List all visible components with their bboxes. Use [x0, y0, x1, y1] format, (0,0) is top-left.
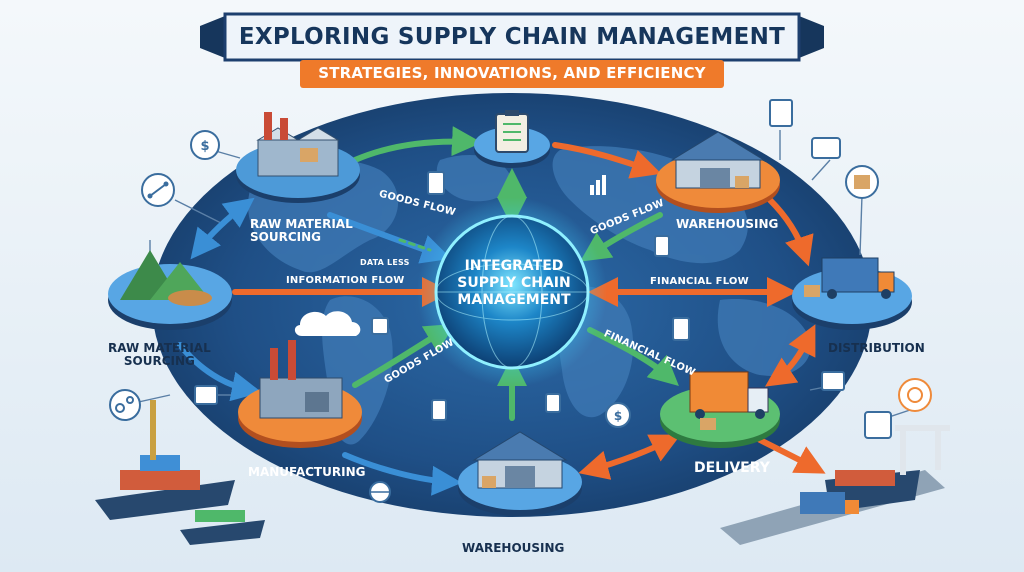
page-title: EXPLORING SUPPLY CHAIN MANAGEMENT [238, 24, 786, 50]
data-less-label: DATA LESS [360, 258, 410, 267]
svg-text:$: $ [200, 139, 209, 154]
hub-label-line-2: SUPPLY CHAIN [457, 275, 571, 291]
gears-icon [109, 389, 141, 421]
receipt-icon [654, 235, 670, 257]
small-document-icon [545, 393, 561, 413]
package-icon [845, 165, 879, 199]
side-icon-bubbles: $ $ [109, 99, 932, 503]
clipboard-node [474, 110, 550, 168]
subtitle-banner: STRATEGIES, INNOVATIONS, AND EFFICIENCY [300, 58, 724, 88]
warehouse-top-node [656, 131, 780, 213]
delivery-truck-icon [811, 137, 841, 159]
document-icon-left [194, 385, 218, 405]
port-right [720, 425, 950, 545]
raw-material-top-label: RAW MATERIAL SOURCING [250, 218, 353, 244]
raw-material-left-line-2: SOURCING [123, 354, 195, 368]
warehousing-bottom-label: WAREHOUSING [462, 541, 565, 555]
mountain-raw-material-node [108, 250, 232, 330]
hub-label-line-1: INTEGRATED [464, 258, 564, 274]
calendar-icon [821, 371, 845, 391]
delivery-label: DELIVERY [694, 460, 770, 476]
page-subtitle: STRATEGIES, INNOVATIONS, AND EFFICIENCY [318, 64, 706, 82]
hub-orbit-lines [435, 215, 589, 369]
raw-material-top-line-1: RAW MATERIAL [250, 217, 353, 231]
warehouse-bottom-node [458, 431, 582, 516]
dollar-cycle-icon: $ [190, 130, 220, 160]
distribution-truck-node [792, 257, 912, 330]
information-flow-label: INFORMATION FLOW [286, 275, 405, 286]
svg-text:$: $ [614, 409, 622, 423]
invoice-icon [427, 171, 445, 195]
checklist-icon [769, 99, 793, 127]
bag-icon [371, 317, 389, 335]
arrow-sign-icon [864, 411, 892, 439]
raw-material-factory-node [236, 112, 360, 203]
network-icon [141, 173, 175, 207]
list-document-icon [431, 399, 447, 421]
manufacturing-node [238, 340, 362, 448]
manufacturing-label: MANUFACTURING [248, 465, 366, 479]
raw-material-left-line-1: RAW MATERIAL [108, 341, 211, 355]
delivery-truck-node [660, 371, 780, 448]
hub-label: INTEGRATED SUPPLY CHAIN MANAGEMENT [438, 258, 590, 309]
bar-chart-icon [590, 175, 606, 195]
dollar-coin-icon: $ [605, 402, 631, 428]
financial-flow-right-label: FINANCIAL FLOW [650, 276, 749, 287]
cargo-ship-left [95, 400, 265, 545]
title-banner-shape [200, 12, 824, 88]
flow-arrows [177, 126, 826, 496]
target-icon [898, 378, 932, 412]
globe-icon [369, 481, 391, 503]
title-banner: EXPLORING SUPPLY CHAIN MANAGEMENT [215, 14, 809, 60]
smoke-cloud [294, 311, 361, 336]
raw-material-left-label: RAW MATERIAL SOURCING [108, 342, 211, 368]
raw-material-top-line-2: SOURCING [250, 230, 321, 244]
warehousing-top-label: WAREHOUSING [676, 217, 779, 231]
dollar-document-icon [672, 317, 690, 341]
distribution-label: DISTRIBUTION [828, 341, 925, 355]
hub-label-line-3: MANAGEMENT [457, 292, 571, 308]
